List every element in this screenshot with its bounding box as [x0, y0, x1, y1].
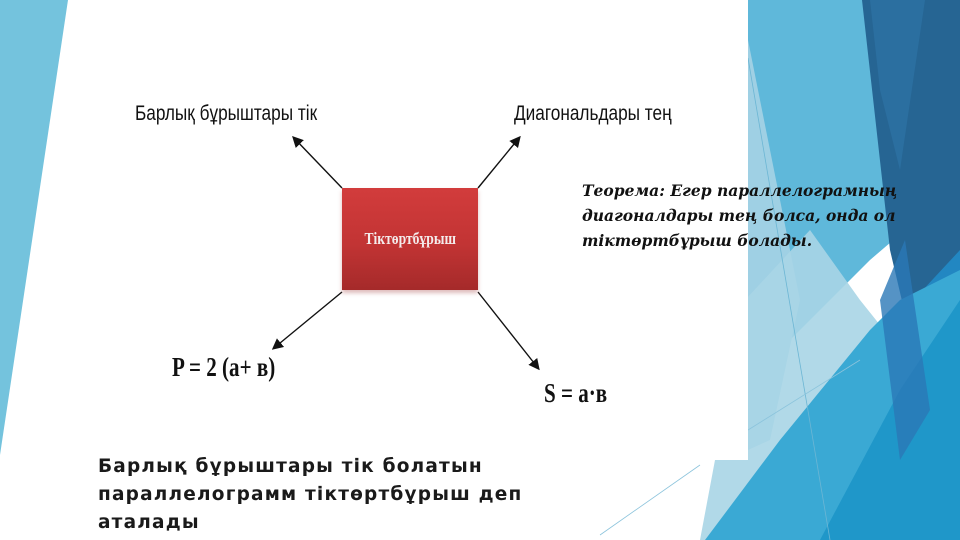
theorem-text: Теорема: Егер параллелограмның диагоналд… — [582, 181, 898, 250]
equal-diagonals-label: Диагональдары тең — [514, 102, 672, 125]
rectangle-center-node: Тіктөртбұрыш — [342, 188, 478, 290]
definition-text: Барлық бұрыштары тік болатын параллелогр… — [98, 456, 523, 533]
all-angles-right-label: Барлық бұрыштары тік — [135, 102, 318, 125]
center-node-label: Тіктөртбұрыш — [364, 229, 456, 248]
perimeter-formula: P = 2 (a+ в) — [172, 352, 276, 382]
diagram-arrows — [271, 135, 540, 371]
rectangle-properties-diagram: Барлық бұрыштары тік Диагональдары тең Т… — [68, 0, 748, 460]
area-formula: S = a·в — [544, 378, 608, 408]
